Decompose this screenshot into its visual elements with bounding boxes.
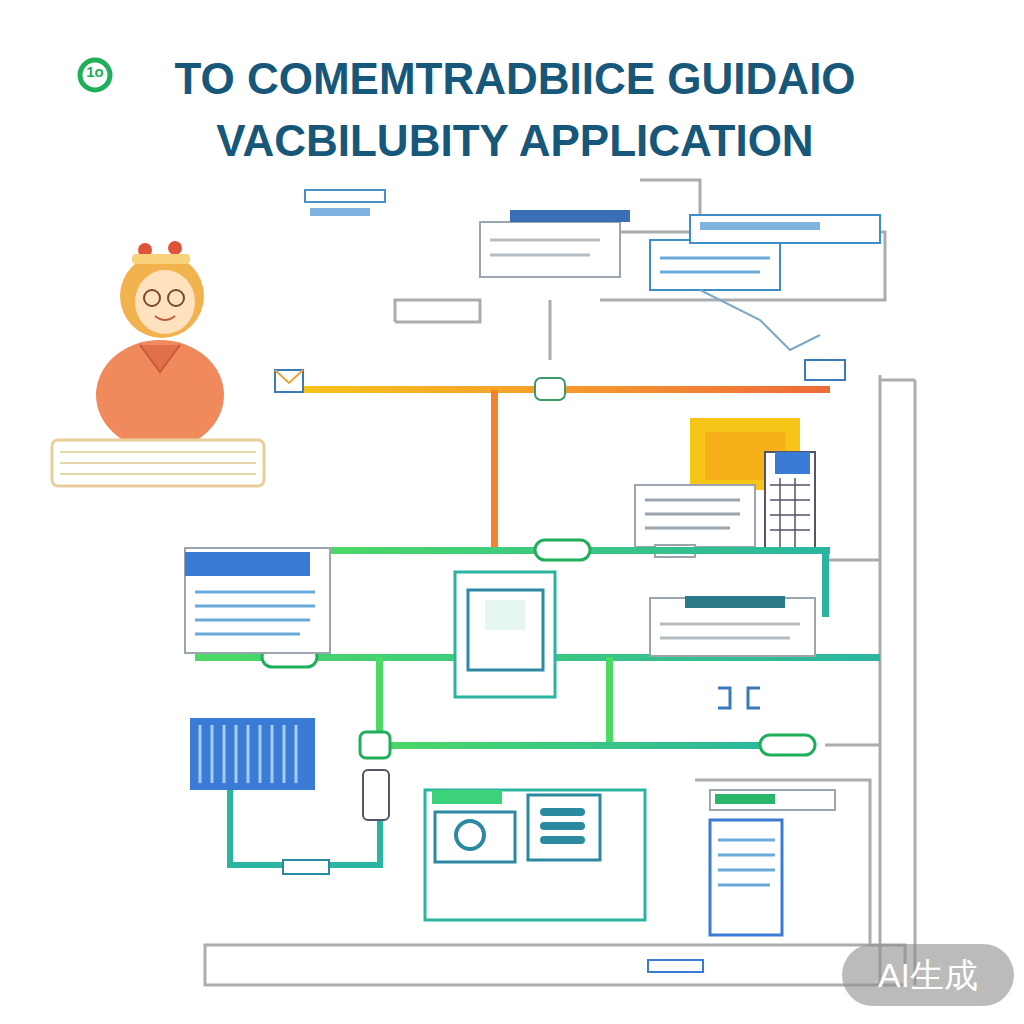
top-windows — [305, 190, 880, 350]
person-figure — [96, 241, 224, 450]
diagram-title: TO COMEMTRADBIICE GUIDAIO VACBILUBITY AP… — [100, 48, 930, 172]
badge-number: 1o — [80, 63, 110, 80]
watermark: AI生成 — [842, 953, 1014, 999]
orange-wire — [275, 360, 845, 554]
watermark-pill — [842, 944, 1014, 1006]
app-windows — [185, 548, 835, 972]
media-cluster — [635, 418, 815, 557]
desk — [52, 440, 264, 486]
badge-ring — [80, 60, 110, 90]
